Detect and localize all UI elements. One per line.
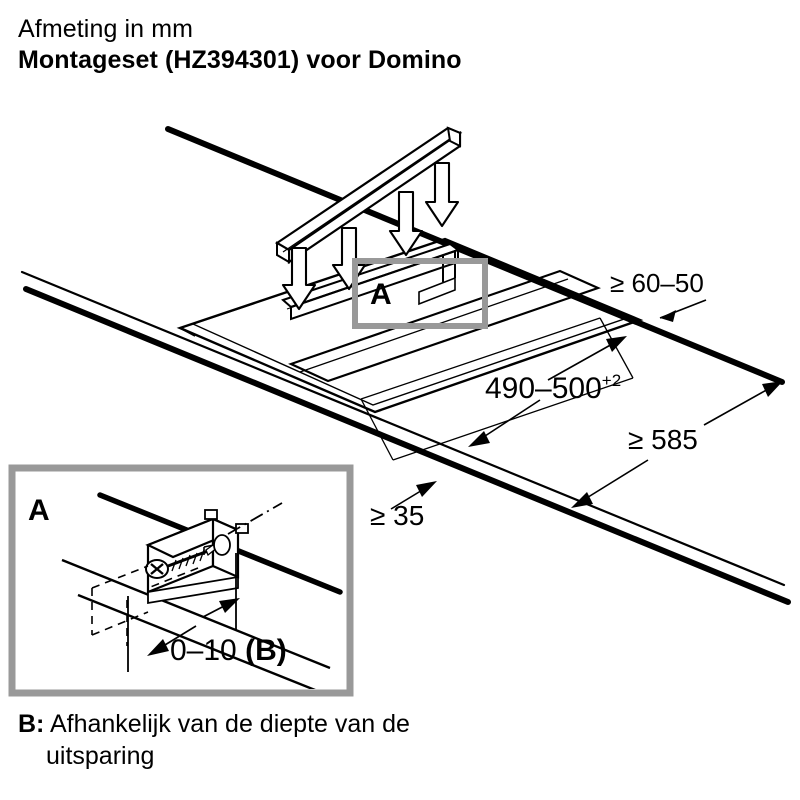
- insertion-arrow-4: [281, 246, 317, 311]
- screw-icon: [145, 544, 220, 579]
- footnote-marker: B:: [18, 710, 45, 738]
- page-title: Montageset (HZ394301) voor Domino: [18, 46, 462, 74]
- callout-box-a[interactable]: A: [352, 258, 488, 329]
- dim-cutout-width: 490–500+2: [360, 317, 634, 461]
- dim-rear-depth-label: ≥ 60–50: [610, 268, 704, 298]
- dim-front-edge: ≥ 35: [370, 481, 437, 531]
- mounting-rail: [274, 126, 463, 265]
- worktop-rear-edge: [165, 126, 785, 385]
- footnote-line1: Afhankelijk van de diepte van de: [44, 710, 410, 738]
- detail-inset-a: A: [8, 464, 354, 697]
- inset-dim-overhang-label: 0–10 (B): [170, 634, 287, 667]
- footnote-line2: uitsparing: [46, 742, 155, 770]
- footnote: B: Afhankelijk van de diepte van de uits…: [18, 708, 658, 772]
- dim-cutout-width-label: 490–500+2: [485, 371, 621, 405]
- dim-front-edge-label: ≥ 35: [370, 500, 424, 531]
- dim-worktop-depth: ≥ 585: [571, 381, 783, 508]
- inset-dim-overhang: 0–10 (B): [147, 598, 287, 667]
- insertion-arrow-2: [388, 190, 424, 257]
- worktop-front-edge: [20, 270, 791, 605]
- inset-label-a: A: [28, 494, 50, 527]
- dim-rear-depth: ≥ 60–50: [610, 268, 707, 322]
- callout-box-a-label: A: [370, 278, 392, 311]
- main-drawing: ≥ 60–50 490–500+2: [20, 126, 791, 605]
- inset-content: [61, 492, 343, 689]
- insertion-arrow-1: [424, 161, 460, 228]
- page-header: Afmeting in mm Montageset (HZ394301) voo…: [18, 14, 778, 76]
- header-subtitle: Afmeting in mm: [18, 15, 194, 43]
- dim-worktop-depth-label: ≥ 585: [628, 424, 698, 455]
